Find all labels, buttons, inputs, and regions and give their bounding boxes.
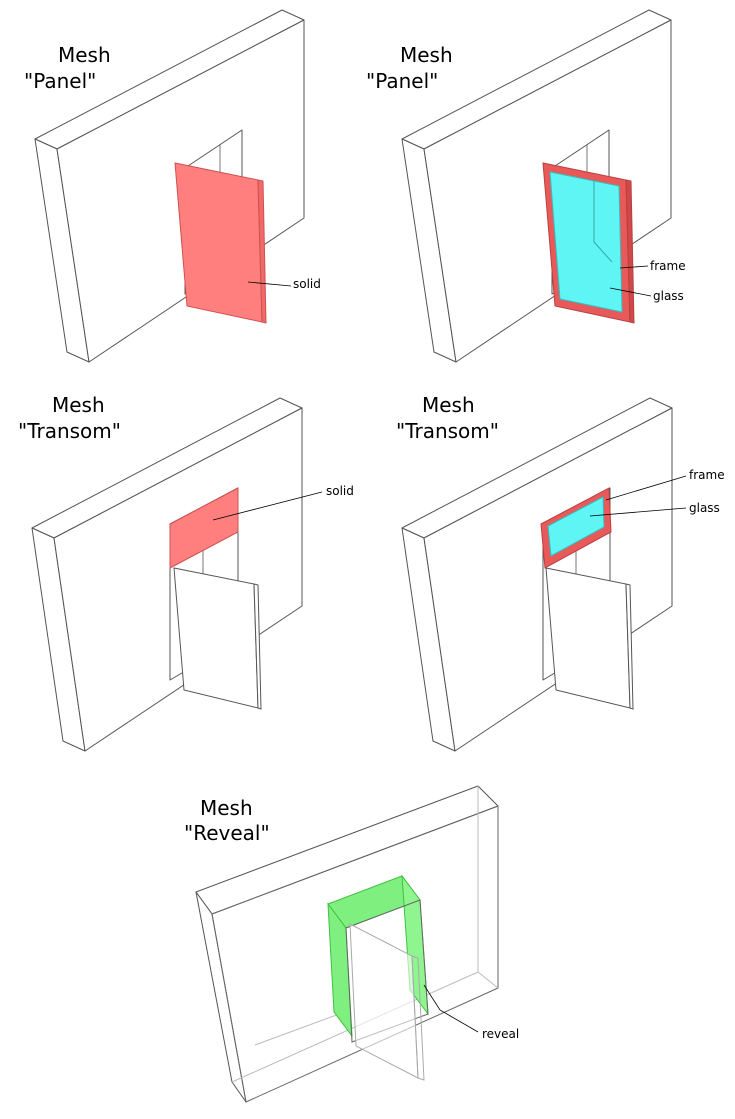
transom-glass-label: glass xyxy=(689,501,720,515)
frame-label: frame xyxy=(650,259,686,273)
transom-solid-figure: Mesh "Transom" solid xyxy=(18,393,354,752)
door-leaf xyxy=(349,923,425,1081)
panel-solid-figure: Mesh "Panel" solid xyxy=(24,9,321,363)
label-reveal: reveal xyxy=(423,984,519,1041)
wall-block xyxy=(31,397,303,752)
panel-1-title-line2: "Panel" xyxy=(24,69,96,93)
label-glass: glass xyxy=(589,501,720,517)
reveal-figure: Mesh "Reveal" xyxy=(184,785,519,1103)
wall-block-transparent xyxy=(195,785,499,1103)
label-solid: solid xyxy=(247,277,321,291)
panel-4-title-line2: "Transom" xyxy=(396,419,499,443)
door-panel-glazed xyxy=(542,162,635,324)
transom-solid xyxy=(169,487,239,569)
panel-3-title-line2: "Transom" xyxy=(18,419,121,443)
panel-4-title-line1: Mesh xyxy=(422,393,475,417)
panel-1-title-line1: Mesh xyxy=(58,43,111,67)
reveal-surface xyxy=(327,874,429,1043)
panel-3-title-line1: Mesh xyxy=(52,393,105,417)
label-solid: solid xyxy=(212,484,354,521)
transom-glazed-figure: Mesh "Transom" frame glass xyxy=(396,393,725,752)
panel-2-title-line2: "Panel" xyxy=(366,69,438,93)
glass-label: glass xyxy=(653,289,684,303)
panel-2-title-line1: Mesh xyxy=(400,43,453,67)
door-leaf xyxy=(173,567,262,710)
solid-label: solid xyxy=(293,277,321,291)
label-glass: glass xyxy=(609,287,684,303)
door-leaf xyxy=(545,567,634,710)
panel-5-title-line2: "Reveal" xyxy=(184,821,270,845)
transom-glazed xyxy=(540,487,612,569)
transom-frame-label: frame xyxy=(689,468,725,482)
reveal-label: reveal xyxy=(482,1027,519,1041)
panel-glazed-figure: Mesh "Panel" frame glass xyxy=(366,9,686,363)
door-panel-solid xyxy=(174,162,267,324)
label-frame: frame xyxy=(605,468,725,501)
label-frame: frame xyxy=(619,259,686,273)
transom-solid-label: solid xyxy=(326,484,354,498)
panel-5-title-line1: Mesh xyxy=(200,796,253,820)
